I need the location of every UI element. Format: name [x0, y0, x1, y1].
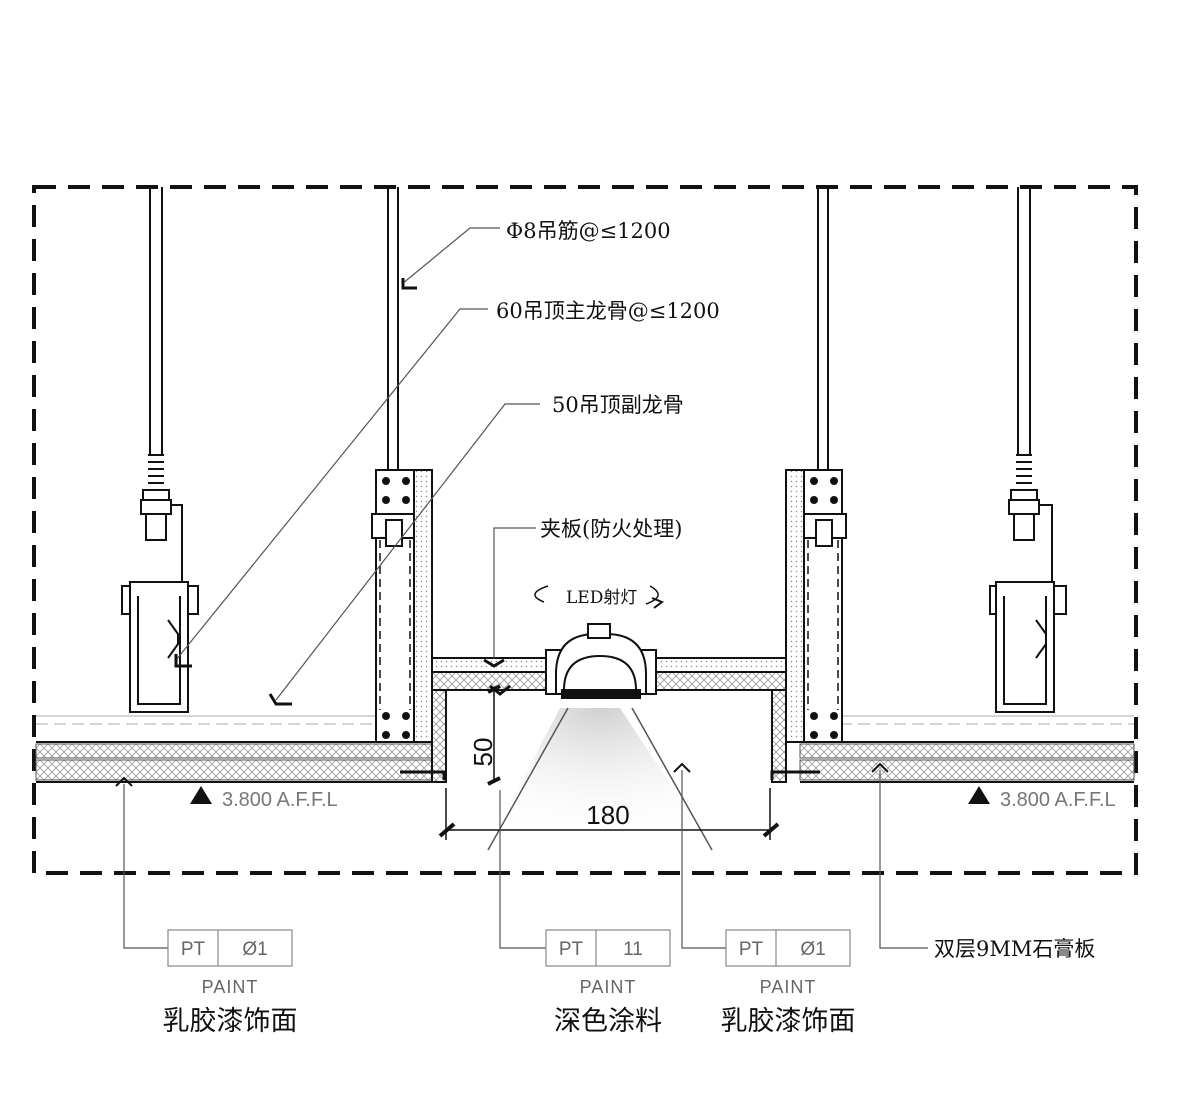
finish-tag-middle: PT 11 PAINT 深色涂料 [545, 929, 671, 1037]
leader-ticks-upper [174, 278, 511, 706]
finish-tag-middle-caption: 深色涂料 [554, 1006, 662, 1037]
left-outer-hanger-assembly [121, 187, 199, 713]
left-ceiling-boards [35, 715, 433, 783]
finish-tag-left-kind: PAINT [202, 977, 259, 997]
finish-tag-right-kind: PAINT [760, 977, 817, 997]
sub-keel-callout: 50吊顶副龙骨 [552, 393, 684, 417]
finish-tag-left-code: PT [181, 939, 206, 960]
detail-boundary [32, 185, 1138, 875]
finish-tag-left-number: Ø1 [242, 939, 267, 960]
plywood-callout: 夹板(防火处理) [540, 517, 682, 541]
width-dimension-label: 180 [586, 800, 629, 830]
left-level-marker [190, 786, 212, 804]
leader-arrowheads-lower [115, 762, 889, 787]
light-trough [400, 657, 820, 783]
led-callout: LED射灯 [566, 588, 637, 608]
led-rotation-arrows [534, 585, 665, 609]
leader-lines-upper [175, 227, 540, 701]
right-level-marker [968, 786, 990, 804]
finish-tag-right: PT Ø1 PAINT 乳胶漆饰面 [721, 929, 856, 1037]
finish-tag-right-code: PT [739, 939, 764, 960]
right-inner-stud [785, 187, 847, 743]
right-level-label: 3.800 A.F.F.L [1000, 789, 1116, 811]
depth-dimension [487, 684, 501, 786]
left-level-label: 3.800 A.F.F.L [222, 789, 338, 811]
finish-tag-middle-number: 11 [623, 939, 643, 960]
finish-tag-left-caption: 乳胶漆饰面 [163, 1006, 298, 1037]
led-downlight [480, 623, 720, 860]
leader-lines-lower [123, 770, 928, 949]
finish-tag-right-caption: 乳胶漆饰面 [721, 1006, 856, 1037]
finish-tag-middle-code: PT [559, 939, 584, 960]
hanger-rod-callout: Φ8吊筋@≤1200 [506, 219, 671, 243]
finish-tag-left: PT Ø1 PAINT 乳胶漆饰面 [163, 929, 298, 1037]
finish-tag-middle-kind: PAINT [580, 977, 637, 997]
right-outer-hanger-assembly [989, 187, 1067, 713]
finish-tag-right-number: Ø1 [800, 939, 825, 960]
right-ceiling-boards [799, 715, 1135, 783]
depth-dimension-label: 50 [468, 738, 498, 767]
main-keel-callout: 60吊顶主龙骨@≤1200 [496, 299, 720, 323]
gypsum-callout: 双层9MM石膏板 [934, 937, 1095, 961]
left-inner-stud [371, 187, 433, 743]
